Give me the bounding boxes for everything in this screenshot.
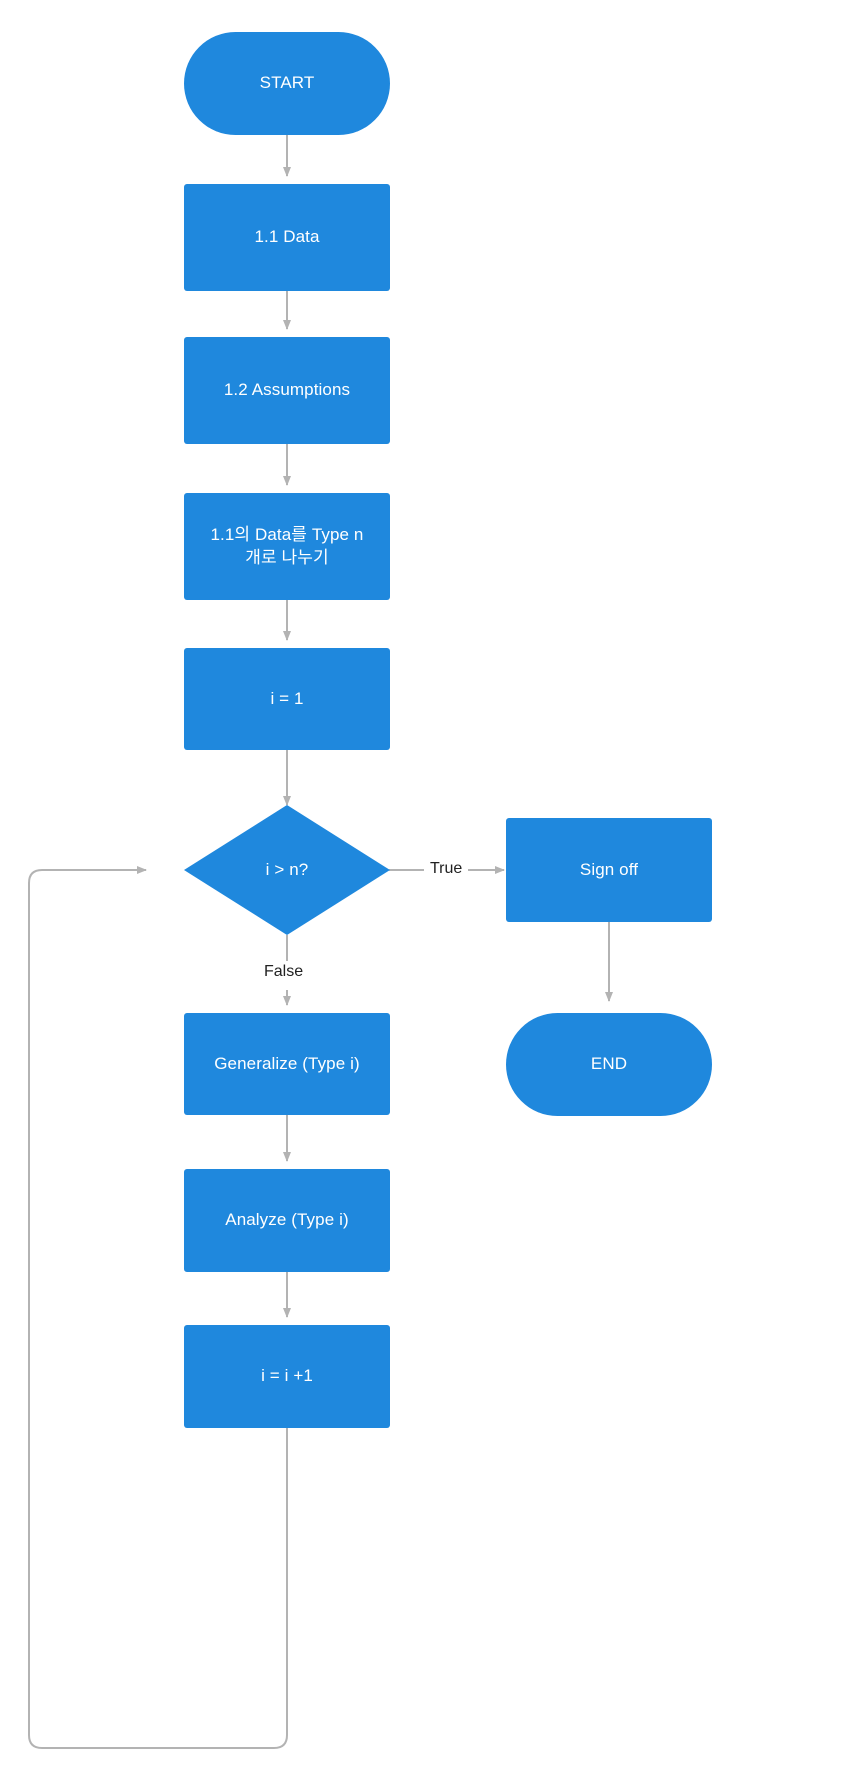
- node-init-i[interactable]: i = 1: [184, 648, 390, 750]
- node-end-label: END: [590, 1054, 628, 1074]
- node-start[interactable]: START: [184, 32, 390, 135]
- node-split-data-by-type[interactable]: 1.1의 Data를 Type n 개로 나누기: [184, 493, 390, 600]
- node-init-i-label: i = 1: [270, 688, 304, 708]
- node-sign-off-label: Sign off: [579, 859, 639, 879]
- node-decision-i-greater-n-label: i > n?: [265, 859, 309, 879]
- node-end[interactable]: END: [506, 1013, 712, 1116]
- node-analyze[interactable]: Analyze (Type i): [184, 1169, 390, 1272]
- node-decision-i-greater-n[interactable]: i > n?: [184, 805, 390, 935]
- node-generalize-label: Generalize (Type i): [214, 1053, 360, 1073]
- node-assumptions-label: 1.2 Assumptions: [223, 380, 351, 400]
- node-data-label: 1.1 Data: [254, 227, 320, 247]
- edge-label-true: True: [425, 859, 468, 879]
- node-increment-i-label: i = i +1: [261, 1366, 313, 1386]
- node-split-data-by-type-label: 1.1의 Data를 Type n 개로 나누기: [210, 524, 364, 567]
- node-start-label: START: [259, 73, 315, 93]
- node-increment-i[interactable]: i = i +1: [184, 1325, 390, 1428]
- node-generalize[interactable]: Generalize (Type i): [184, 1013, 390, 1115]
- node-analyze-label: Analyze (Type i): [225, 1210, 349, 1230]
- node-data[interactable]: 1.1 Data: [184, 184, 390, 291]
- node-sign-off[interactable]: Sign off: [506, 818, 712, 922]
- node-assumptions[interactable]: 1.2 Assumptions: [184, 337, 390, 444]
- edge-increment-loopback-to-decision: [28, 866, 288, 1749]
- edge-label-false: False: [259, 962, 309, 982]
